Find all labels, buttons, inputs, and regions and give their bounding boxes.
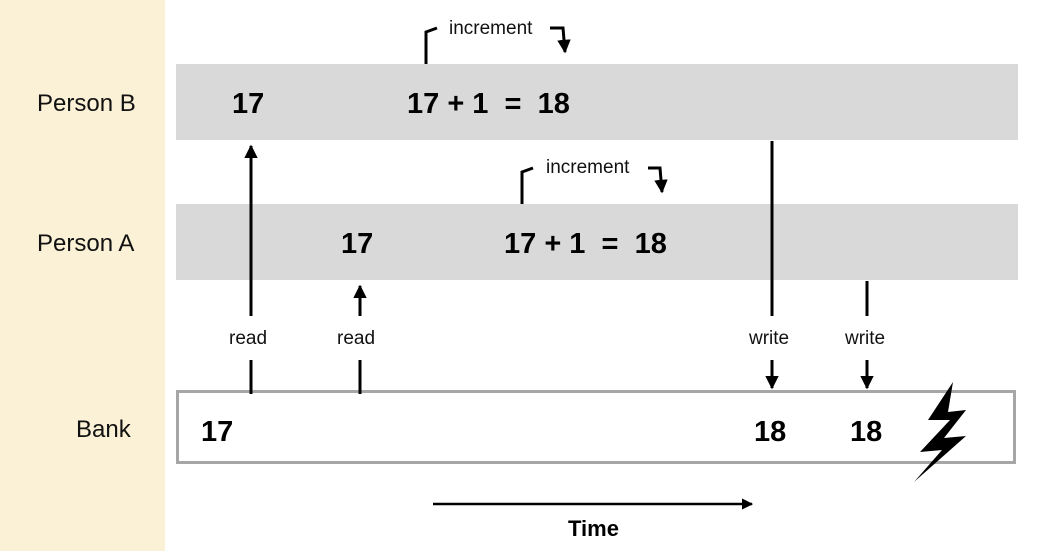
- lightning-bolt-icon: [914, 382, 966, 482]
- row-label-person-a: Person A: [37, 230, 135, 257]
- bank-write-b-value: 18: [754, 416, 787, 448]
- person-b-calculation: 17 + 1 = 18: [407, 88, 570, 120]
- bank-lane: [176, 390, 1016, 464]
- person-a-read-value: 17: [341, 228, 374, 260]
- person-b-increment-label: increment: [449, 18, 533, 39]
- person-a-increment-label: increment: [546, 157, 630, 178]
- read-a-label: read: [337, 328, 376, 349]
- row-label-bank: Bank: [76, 416, 131, 443]
- person-b-read-value: 17: [232, 88, 265, 120]
- person-b-lane: [176, 64, 1018, 140]
- write-b-label: write: [749, 328, 790, 349]
- time-axis-label: Time: [568, 516, 619, 541]
- person-a-lane: [176, 204, 1018, 280]
- person-a-calculation: 17 + 1 = 18: [504, 228, 667, 260]
- increment-b-bracket-right: [550, 26, 571, 54]
- row-label-person-b: Person B: [37, 90, 136, 117]
- increment-a-bracket-right: [648, 166, 668, 194]
- bank-write-a-value: 18: [850, 416, 883, 448]
- row-labels-panel: [0, 0, 165, 551]
- increment-b-bracket-left: [424, 26, 438, 64]
- bank-initial-value: 17: [201, 416, 234, 448]
- write-a-label: write: [845, 328, 886, 349]
- read-b-label: read: [229, 328, 268, 349]
- increment-a-bracket-left: [520, 166, 534, 204]
